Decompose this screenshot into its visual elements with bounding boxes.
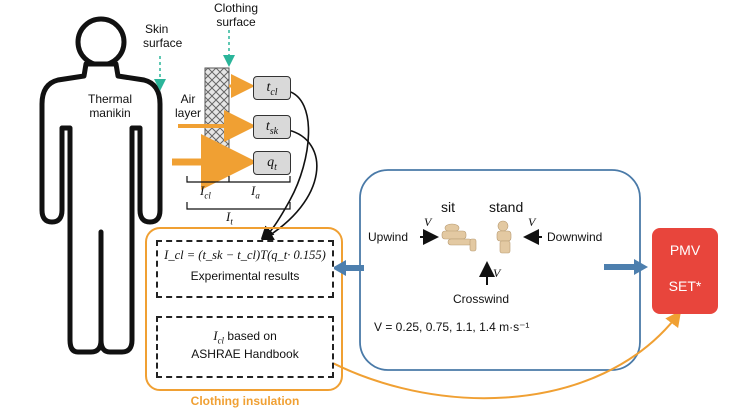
tsk-var: t (265, 119, 270, 134)
manikin-label-line2: manikin (89, 106, 131, 120)
sitting-manikin-figure (441, 223, 477, 252)
output-box: PMV SET* (652, 228, 718, 314)
skin-surface-label: Skin surface (143, 22, 182, 50)
tcl-box: tcl (253, 76, 291, 100)
pmv-label: PMV (669, 242, 701, 258)
qt-box: qt (253, 151, 291, 175)
qt-sub: t (274, 161, 277, 173)
manikin-label: Thermal manikin (80, 92, 140, 120)
handbook-line2: ASHRAE Handbook (191, 347, 299, 362)
experimental-results-label: Experimental results (190, 269, 300, 283)
clothing-insulation-caption: Clothing insulation (190, 394, 300, 408)
icl-var: I (200, 183, 205, 198)
curve-tsk-to-formula (260, 129, 318, 241)
tcl-var: t (266, 80, 271, 95)
upwind-v-label: V (424, 215, 432, 229)
air-layer-line2: layer (174, 106, 201, 120)
arrow-wind-to-formula (332, 260, 364, 276)
ia-var: I (251, 183, 256, 198)
handbook-icl-var: I (213, 328, 218, 343)
clothing-surface-line1: Clothing (213, 1, 259, 15)
skin-surface-line2: surface (143, 36, 183, 50)
ia-sub: a (255, 190, 260, 201)
tcl-sub: cl (270, 86, 278, 98)
velocities-label: V = 0.25, 0.75, 1.1, 1.4 m·s⁻¹ (374, 320, 530, 334)
insulation-panel (145, 227, 343, 391)
downwind-v-label: V (528, 215, 536, 229)
it-sub: t (230, 216, 233, 227)
clothing-surface-label: Clothing surface (208, 1, 264, 29)
downwind-label: Downwind (547, 230, 603, 244)
handbook-line1: Icl based on (158, 328, 332, 345)
insulation-formula: I_cl = (t_sk − t_cl)T(q_t· 0.155) (164, 248, 326, 262)
stand-label: stand (489, 199, 524, 215)
tsk-box: tsk (253, 115, 291, 139)
tsk-sub: sk (269, 125, 279, 137)
arrow-wind-to-output (604, 259, 648, 275)
curve-handbook-to-output (305, 310, 682, 400)
qt-var: q (267, 155, 275, 170)
sit-label: sit (441, 199, 455, 215)
manikin-silhouette (39, 16, 163, 355)
skin-surface-line1: Skin (145, 22, 169, 36)
manikin-label-line1: Thermal (87, 92, 132, 106)
it-var: I (226, 209, 231, 224)
dimension-brackets (186, 176, 291, 210)
air-layer-label: Air layer (170, 92, 206, 120)
set-label: SET* (668, 278, 702, 294)
icl-dimension-label: Icl (200, 184, 211, 203)
icl-sub: cl (204, 190, 211, 201)
upwind-label: Upwind (368, 230, 409, 244)
experimental-results-box: I_cl = (t_sk − t_cl)T(q_t· 0.155) Experi… (156, 240, 334, 298)
air-layer-line1: Air (180, 92, 196, 106)
handbook-line1-rest: based on (224, 329, 277, 343)
it-dimension-label: It (226, 210, 233, 229)
clothing-surface-line2: surface (216, 15, 256, 29)
ia-dimension-label: Ia (251, 184, 260, 203)
handbook-icl-sub: cl (217, 335, 225, 346)
crosswind-label: Crosswind (453, 292, 510, 306)
crosswind-v-label: V (493, 266, 501, 280)
ashrae-handbook-box: Icl based on ASHRAE Handbook (156, 316, 334, 378)
standing-manikin-figure (496, 220, 512, 254)
